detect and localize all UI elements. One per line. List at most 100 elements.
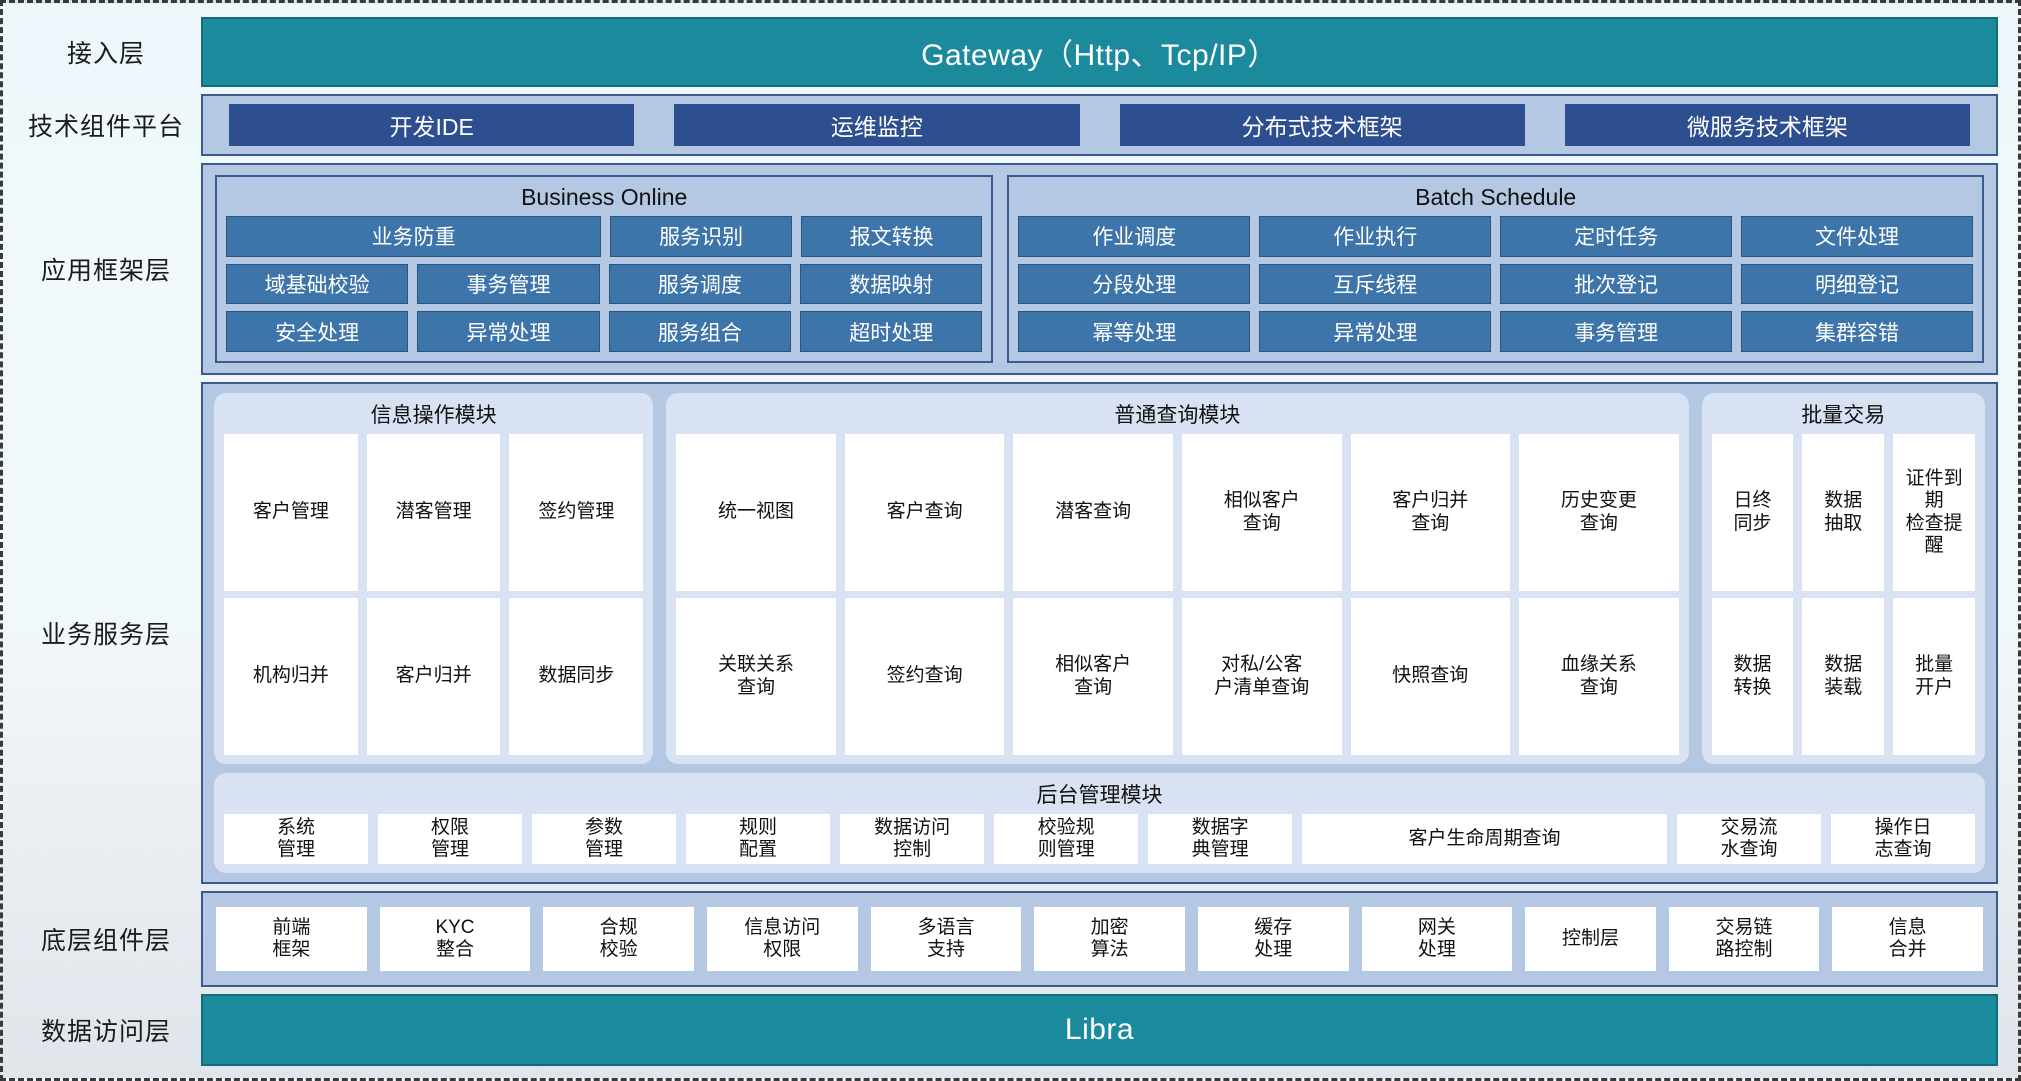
admin-cell[interactable]: 参数 管理 — [532, 814, 677, 864]
framework-chip[interactable]: 服务调度 — [608, 263, 792, 305]
service-cell[interactable]: 签约管理 — [509, 434, 644, 591]
service-cell[interactable]: 日终 同步 — [1711, 434, 1794, 591]
service-cell[interactable]: 快照查询 — [1350, 598, 1511, 755]
admin-module-row: 系统 管理权限 管理参数 管理规则 配置数据访问 控制校验规 则管理数据字 典管… — [224, 814, 1975, 864]
service-cell[interactable]: 数据 抽取 — [1802, 434, 1885, 591]
service-cell[interactable]: 证件到期 检查提醒 — [1893, 434, 1975, 591]
framework-chip[interactable]: 安全处理 — [226, 311, 409, 353]
tech-component-chip[interactable]: 运维监控 — [674, 104, 1080, 146]
framework-chip[interactable]: 异常处理 — [417, 311, 600, 353]
service-module-grid: 日终 同步数据 抽取证件到期 检查提醒数据 转换数据 装载批量 开户 — [1711, 434, 1975, 755]
admin-cell[interactable]: 数据访问 控制 — [840, 814, 985, 864]
bottom-component-cell[interactable]: 控制层 — [1525, 907, 1656, 971]
layer-label-data-access: 数据访问层 — [40, 1018, 171, 1046]
service-module-row: 关联关系 查询签约查询相似客户 查询对私/公客 户清单查询快照查询血缘关系 查询 — [676, 598, 1679, 755]
service-cell[interactable]: 客户归并 — [366, 598, 501, 755]
bottom-component-cell[interactable]: 网关 处理 — [1361, 907, 1513, 971]
service-cell[interactable]: 潜客管理 — [366, 434, 501, 591]
framework-chip[interactable]: 事务管理 — [1500, 311, 1733, 353]
framework-chip[interactable]: 数据映射 — [800, 263, 983, 305]
service-module-row: 数据 转换数据 装载批量 开户 — [1711, 598, 1975, 755]
framework-row: 作业调度作业执行定时任务文件处理 — [1018, 216, 1973, 257]
service-cell[interactable]: 客户查询 — [844, 434, 1005, 591]
admin-cell[interactable]: 数据字 典管理 — [1148, 814, 1293, 864]
admin-module: 后台管理模块系统 管理权限 管理参数 管理规则 配置数据访问 控制校验规 则管理… — [214, 773, 1985, 873]
framework-chip[interactable]: 事务管理 — [417, 263, 600, 305]
admin-cell[interactable]: 交易流 水查询 — [1676, 814, 1821, 864]
service-cell[interactable]: 批量 开户 — [1893, 598, 1975, 755]
service-cell[interactable]: 对私/公客 户清单查询 — [1181, 598, 1342, 755]
framework-chip[interactable]: 异常处理 — [1259, 311, 1492, 353]
service-cell[interactable]: 潜客查询 — [1013, 434, 1173, 591]
framework-group-title: Business Online — [521, 184, 688, 210]
service-cell[interactable]: 数据 装载 — [1802, 598, 1885, 755]
bottom-component-cell[interactable]: 加密 算法 — [1034, 907, 1185, 971]
framework-chip[interactable]: 超时处理 — [800, 311, 983, 353]
framework-chip[interactable]: 域基础校验 — [226, 263, 409, 305]
service-cell[interactable]: 数据同步 — [509, 598, 644, 755]
service-module-title: 批量交易 — [1801, 404, 1886, 427]
admin-cell[interactable]: 系统 管理 — [224, 814, 369, 864]
service-cell[interactable]: 数据 转换 — [1711, 598, 1794, 755]
service-cell[interactable]: 关联关系 查询 — [676, 598, 836, 755]
bottom-component-cell[interactable]: 前端 框架 — [216, 907, 367, 971]
admin-cell[interactable]: 权限 管理 — [378, 814, 523, 864]
libra-bar[interactable]: Libra — [201, 994, 1998, 1066]
bottom-component-cell[interactable]: 合规 校验 — [543, 907, 694, 971]
service-cell[interactable]: 血缘关系 查询 — [1519, 598, 1679, 755]
framework-chip[interactable]: 服务识别 — [610, 216, 792, 257]
service-cell[interactable]: 客户归并 查询 — [1350, 434, 1511, 591]
service-cell[interactable]: 相似客户 查询 — [1181, 434, 1342, 591]
layer-label-business-service: 业务服务层 — [40, 621, 171, 649]
service-cell[interactable]: 相似客户 查询 — [1013, 598, 1173, 755]
service-cell[interactable]: 统一视图 — [676, 434, 836, 591]
framework-chip[interactable]: 业务防重 — [226, 216, 602, 257]
framework-chip[interactable]: 文件处理 — [1741, 216, 1973, 257]
service-module-row: 客户管理潜客管理签约管理 — [224, 434, 644, 591]
framework-row: 分段处理互斥线程批次登记明细登记 — [1018, 263, 1973, 305]
service-cell[interactable]: 历史变更 查询 — [1519, 434, 1679, 591]
service-cell[interactable]: 机构归并 — [224, 598, 358, 755]
admin-cell[interactable]: 校验规 则管理 — [994, 814, 1139, 864]
framework-chip[interactable]: 明细登记 — [1741, 263, 1973, 305]
service-module: 普通查询模块统一视图客户查询潜客查询相似客户 查询客户归并 查询历史变更 查询关… — [666, 393, 1689, 764]
framework-chip[interactable]: 报文转换 — [800, 216, 983, 257]
bottom-component-cell[interactable]: 缓存 处理 — [1197, 907, 1349, 971]
admin-cell[interactable]: 操作日 志查询 — [1830, 814, 1975, 864]
framework-chip[interactable]: 作业调度 — [1018, 216, 1251, 257]
bottom-component-cell[interactable]: 信息 合并 — [1832, 907, 1983, 971]
gateway-bar[interactable]: Gateway（Http、Tcp/IP） — [201, 17, 1998, 87]
bottom-component-cell[interactable]: KYC 整合 — [379, 907, 531, 971]
admin-module-grid: 系统 管理权限 管理参数 管理规则 配置数据访问 控制校验规 则管理数据字 典管… — [224, 814, 1975, 864]
framework-chip[interactable]: 分段处理 — [1018, 263, 1251, 305]
service-cell[interactable]: 客户管理 — [224, 434, 358, 591]
framework-row: 域基础校验事务管理服务调度数据映射 — [226, 263, 983, 305]
framework-chip[interactable]: 互斥线程 — [1259, 263, 1492, 305]
framework-chip[interactable]: 作业执行 — [1259, 216, 1492, 257]
framework-chip[interactable]: 服务组合 — [608, 311, 792, 353]
framework-chip[interactable]: 定时任务 — [1500, 216, 1733, 257]
framework-chip[interactable]: 批次登记 — [1500, 263, 1733, 305]
service-module-row: 机构归并客户归并数据同步 — [224, 598, 644, 755]
admin-cell[interactable]: 规则 配置 — [686, 814, 831, 864]
layer-label-bottom-components: 底层组件层 — [40, 927, 171, 955]
framework-chip[interactable]: 幂等处理 — [1018, 311, 1251, 353]
framework-chip[interactable]: 集群容错 — [1741, 311, 1973, 353]
tech-component-chip[interactable]: 分布式技术框架 — [1119, 104, 1525, 146]
admin-cell[interactable]: 客户生命周期查询 — [1302, 814, 1667, 864]
tech-component-chip[interactable]: 微服务技术框架 — [1564, 104, 1970, 146]
service-cell[interactable]: 签约查询 — [844, 598, 1005, 755]
bottom-component-cell[interactable]: 多语言 支持 — [870, 907, 1022, 971]
framework-row: 业务防重服务识别报文转换 — [226, 216, 983, 257]
bottom-component-cell[interactable]: 交易链 路控制 — [1668, 907, 1820, 971]
tech-component-chip[interactable]: 开发IDE — [229, 104, 635, 146]
bottom-component-cell[interactable]: 信息访问 权限 — [706, 907, 858, 971]
framework-row: 幂等处理异常处理事务管理集群容错 — [1018, 311, 1973, 353]
service-module-title: 信息操作模块 — [370, 404, 497, 427]
